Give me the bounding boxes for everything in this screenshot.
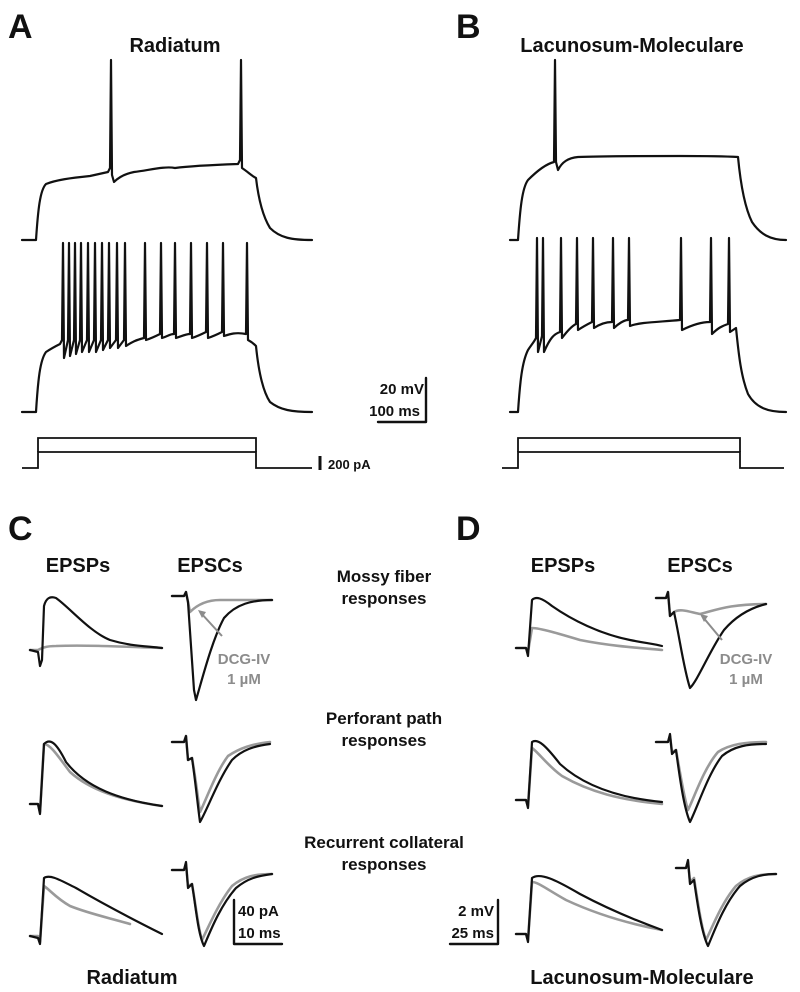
scale-voltage-label: 20 mV: [380, 381, 424, 398]
d-dcg-annotation: DCG-IV 1 µM: [700, 614, 772, 688]
scale-time-label: 100 ms: [369, 403, 420, 420]
panel-letter-c: C: [8, 510, 33, 548]
c-perforant-epsp-traces: [28, 740, 164, 816]
row-mossy-line1: Mossy fiber: [337, 567, 432, 586]
d-recurrent-epsp-traces: [514, 874, 664, 944]
panel-letter-a: A: [8, 8, 33, 46]
scale-bar-d: 2 mV 25 ms: [448, 898, 500, 946]
c-recurrent-epsc-traces: [170, 860, 274, 948]
row-recurrent-line1: Recurrent collateral: [304, 833, 464, 852]
scale-bar-top: 20 mV 100 ms 200 pA: [318, 376, 428, 472]
row-perforant-line1: Perforant path: [326, 709, 442, 728]
panel-letter-b: B: [456, 8, 481, 46]
c-bottom-label: Radiatum: [86, 967, 177, 989]
panel-letter-d: D: [456, 510, 481, 548]
scale-d-time: 25 ms: [451, 925, 494, 942]
panel-a-title: Radiatum: [129, 35, 220, 57]
c-mossy-epsp-traces: [28, 596, 164, 668]
scale-bar-c: 40 pA 10 ms: [232, 898, 284, 946]
scale-c-current: 40 pA: [238, 903, 279, 920]
d-mossy-epsc-traces: [654, 590, 768, 690]
d-mossy-epsp-traces: [514, 596, 664, 658]
d-recurrent-epsc-traces: [674, 858, 778, 948]
c-drug-dose: 1 µM: [227, 671, 261, 688]
c-col-epsps: EPSPs: [46, 555, 110, 577]
panel-b-current-step: [502, 437, 784, 469]
d-col-epsps: EPSPs: [531, 555, 595, 577]
c-recurrent-epsp-traces: [28, 875, 164, 946]
scale-d-voltage: 2 mV: [458, 903, 494, 920]
row-perforant-line2: responses: [341, 731, 426, 750]
d-perforant-epsp-traces: [514, 739, 664, 810]
panel-a-lower-trace: [20, 241, 314, 414]
panel-b-upper-trace: [508, 58, 788, 242]
c-mossy-epsc-traces: [170, 590, 274, 702]
row-mossy-line2: responses: [341, 589, 426, 608]
d-drug-dose: 1 µM: [729, 671, 763, 688]
panel-b-lower-trace: [508, 236, 788, 414]
c-perforant-epsc-traces: [170, 734, 272, 824]
panel-b-title: Lacunosum-Moleculare: [520, 35, 743, 57]
scale-current-label: 200 pA: [328, 457, 371, 472]
row-recurrent-line2: responses: [341, 855, 426, 874]
d-perforant-epsc-traces: [654, 732, 768, 824]
c-col-epscs: EPSCs: [177, 555, 243, 577]
scale-c-time: 10 ms: [238, 925, 281, 942]
d-drug-name: DCG-IV: [720, 651, 773, 668]
d-col-epscs: EPSCs: [667, 555, 733, 577]
d-bottom-label: Lacunosum-Moleculare: [530, 967, 753, 989]
panel-a-current-step: [22, 437, 312, 469]
panel-a-upper-trace: [20, 58, 314, 242]
c-drug-name: DCG-IV: [218, 651, 271, 668]
c-dcg-annotation: DCG-IV 1 µM: [198, 610, 270, 688]
